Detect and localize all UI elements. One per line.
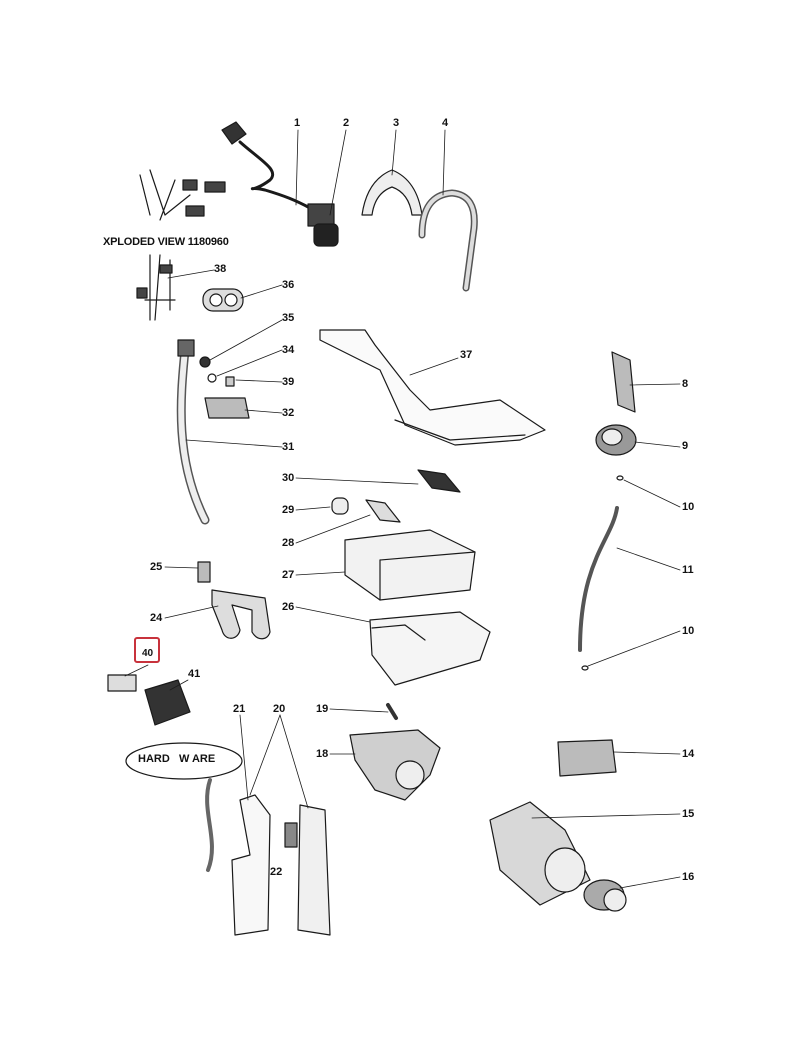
callout-label: 3 — [393, 117, 400, 129]
hardware-oval — [125, 742, 243, 780]
callout-label: 11 — [682, 564, 694, 576]
hardware-label: HARD W ARE — [138, 753, 216, 765]
dispenser-lid-part — [365, 499, 401, 523]
callout-label: 28 — [282, 537, 295, 549]
wiring-loom-part — [136, 254, 176, 321]
power-cord-part — [221, 121, 312, 210]
o-ring-part — [581, 665, 589, 671]
washer-part — [207, 373, 217, 383]
leader-lines — [124, 129, 681, 889]
bracket-part — [231, 794, 271, 936]
dispenser-drawer-part — [344, 529, 476, 601]
callout-label: 4 — [442, 117, 449, 129]
heater-sensor-part — [204, 397, 250, 419]
callout-label: 24 — [150, 612, 163, 624]
diagram-title: XPLODED VIEW 1180960 — [103, 236, 229, 248]
hose-hook-part — [361, 169, 423, 216]
o-ring-part — [616, 475, 624, 481]
highlight-box — [134, 637, 160, 663]
callout-label: 15 — [682, 808, 695, 820]
callout-label: 16 — [682, 871, 695, 883]
callout-label: 38 — [214, 263, 227, 275]
drain-pump-part — [349, 729, 441, 801]
callout-label: 32 — [282, 407, 295, 419]
hardware-cable — [205, 778, 214, 872]
screw-part — [386, 703, 398, 720]
callout-label: 25 — [150, 561, 163, 573]
connector-part — [107, 674, 137, 692]
callout-label: 10 — [682, 501, 695, 513]
callout-label: 31 — [282, 441, 295, 453]
heater-element-part — [211, 589, 271, 640]
ntc-sensor-part — [197, 561, 211, 583]
callout-label: 35 — [282, 312, 295, 324]
wire-harness-part — [139, 169, 226, 221]
callout-label: 14 — [682, 748, 695, 760]
callout-label: 37 — [460, 349, 473, 361]
nozzle-part — [225, 376, 235, 387]
callout-label: 20 — [273, 703, 286, 715]
callout-label: 29 — [282, 504, 295, 516]
cap-part — [331, 497, 349, 515]
chip-part — [284, 822, 298, 848]
interference-filter-part — [307, 203, 339, 247]
control-board-part — [297, 804, 331, 936]
seal-part — [199, 356, 211, 368]
callout-label: 22 — [270, 866, 283, 878]
callout-label: 34 — [282, 344, 295, 356]
callout-label: 18 — [316, 748, 329, 760]
callout-label: 26 — [282, 601, 295, 613]
callout-label: 27 — [282, 569, 295, 581]
callout-label: 36 — [282, 279, 295, 291]
callout-label: 41 — [188, 668, 201, 680]
callout-label: 39 — [282, 376, 295, 388]
callout-label: 1 — [294, 117, 301, 129]
callout-label: 19 — [316, 703, 329, 715]
tub-top-part — [319, 329, 546, 446]
callout-label: 2 — [343, 117, 350, 129]
callout-label: 30 — [282, 472, 295, 484]
pressure-hose-part — [578, 506, 619, 652]
highlighted-callout-label: 40 — [142, 648, 154, 659]
dispenser-housing-part — [369, 611, 491, 686]
callout-label: 10 — [682, 625, 695, 637]
siphon-part — [417, 469, 461, 493]
door-lock-part — [557, 739, 617, 777]
callout-label: 9 — [682, 440, 689, 452]
callout-label: 8 — [682, 378, 689, 390]
lock-part — [144, 679, 191, 726]
latch-part — [611, 351, 636, 413]
callout-label: 21 — [233, 703, 246, 715]
